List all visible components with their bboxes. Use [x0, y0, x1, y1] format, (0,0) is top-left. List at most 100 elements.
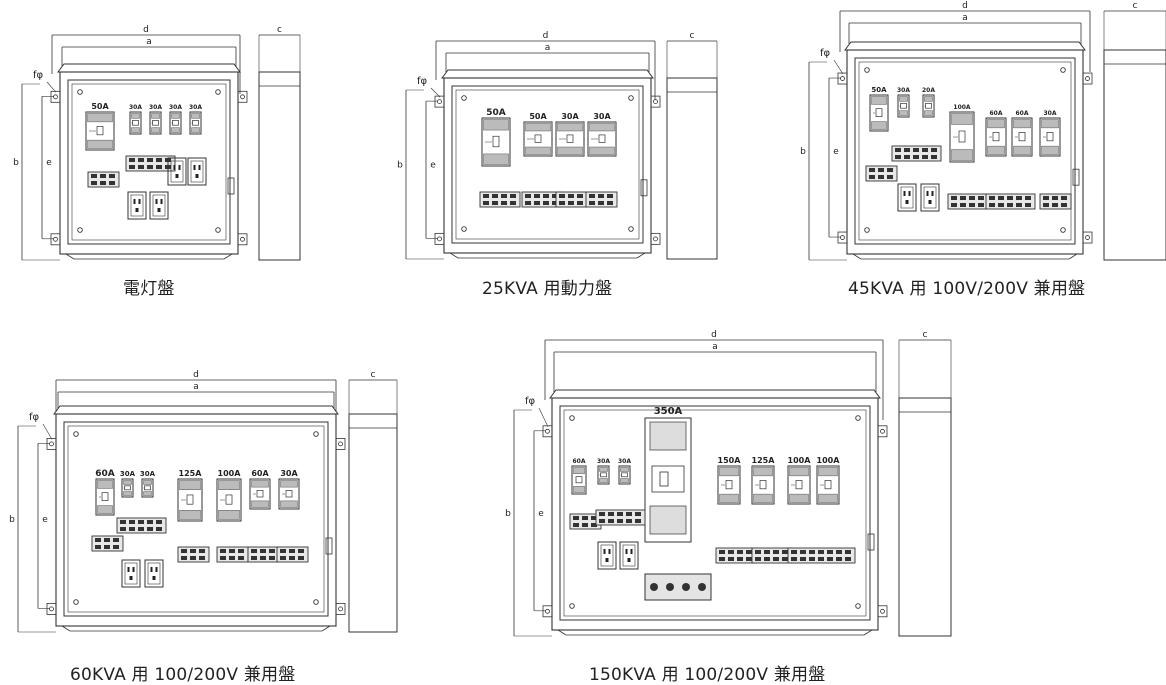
breaker: 100A	[787, 456, 811, 505]
mounting-hole	[240, 94, 245, 100]
terminal-screw-bottom	[559, 201, 565, 205]
terminal-block	[865, 165, 898, 182]
breaker-rating-label: 30A	[897, 87, 910, 94]
terminal-screw-bottom	[818, 557, 824, 561]
breaker: 60A	[249, 469, 271, 510]
breaker-rating-label: 100A	[218, 469, 242, 478]
breaker-body	[121, 478, 134, 498]
side-view-body	[258, 71, 301, 261]
breaker-bottom-terminal	[924, 110, 933, 116]
inner-plate	[455, 89, 640, 240]
breaker-top-terminal	[753, 467, 773, 477]
breaker-rating-label: 30A	[149, 104, 162, 111]
terminal-screw-top	[931, 148, 937, 152]
breaker-top-terminal	[171, 113, 180, 119]
outlet-slot	[132, 567, 135, 572]
terminal-screw-bottom	[1016, 203, 1022, 207]
breaker-top-terminal	[87, 113, 113, 123]
terminal-screw-top	[989, 196, 995, 200]
terminal-screw-bottom	[573, 523, 579, 527]
leader-f	[430, 87, 441, 98]
enclosure-door	[451, 85, 644, 244]
terminal-screw-top	[869, 168, 875, 172]
terminal-screw-top	[951, 196, 957, 200]
outlet	[127, 191, 147, 220]
breaker: 60A	[571, 458, 587, 495]
breaker-handle	[256, 490, 264, 498]
terminal-screw-bottom	[129, 165, 135, 169]
mounting-tab	[542, 425, 553, 438]
terminal-screw-top	[913, 148, 919, 152]
terminal-screw-bottom	[510, 201, 516, 205]
outlet-slot	[155, 567, 158, 572]
breaker-body	[481, 117, 511, 167]
terminal-screw-bottom	[104, 545, 110, 549]
screw-hole	[313, 431, 319, 437]
terminal-screw-top	[635, 512, 641, 516]
outlet-ground	[152, 576, 156, 580]
outlet-face	[190, 160, 204, 183]
terminal-screw-bottom	[782, 557, 788, 561]
outlet-slot	[178, 165, 181, 170]
terminal-screw-bottom	[229, 556, 235, 560]
mounting-hole	[880, 428, 885, 434]
breaker-bottom-terminal	[871, 121, 887, 130]
screw-hole	[77, 89, 83, 95]
screw-hole	[461, 95, 467, 101]
screw-hole	[1060, 227, 1066, 233]
breaker-body	[597, 465, 610, 485]
outlet	[144, 559, 164, 588]
terminal-screw-top	[764, 550, 770, 554]
leader-f	[42, 423, 53, 440]
mounting-tab	[650, 95, 661, 108]
breaker-rating-label: 30A	[129, 104, 142, 111]
outlet-ground	[195, 174, 199, 178]
breaker: 100A	[949, 104, 975, 163]
breaker-body	[523, 121, 553, 157]
dimension-label-e: e	[538, 509, 544, 519]
mounting-tab	[837, 231, 848, 244]
dimension-label-d: d	[543, 31, 549, 41]
enclosure-door	[559, 405, 871, 621]
breaker-rating-label: 60A	[990, 110, 1003, 117]
breaker-body	[869, 94, 889, 132]
screw-hole	[864, 227, 870, 233]
screw-hole	[864, 67, 870, 73]
enclosure-body	[551, 397, 879, 631]
breaker-handle	[900, 103, 907, 109]
dimension-label-a: a	[962, 13, 968, 23]
breaker-bottom-terminal	[987, 145, 1005, 155]
outlet-slot	[198, 165, 201, 170]
foot	[223, 253, 233, 260]
breaker: 30A	[897, 87, 910, 118]
terminal-block	[177, 546, 210, 563]
screw-hole	[855, 415, 861, 421]
breaker-bottom-terminal	[151, 127, 160, 133]
terminal-screw-bottom	[147, 165, 153, 169]
enclosure-body	[443, 77, 652, 254]
breaker-top-terminal	[924, 96, 933, 102]
terminal-screw-top	[138, 158, 144, 162]
breaker: 50A	[481, 108, 511, 167]
breaker-bottom-terminal	[483, 153, 509, 165]
terminal-block	[985, 193, 1036, 210]
mounting-hole	[545, 428, 550, 434]
main-terminal-lug	[698, 583, 706, 591]
breaker-bottom-terminal	[131, 127, 140, 133]
breaker-top-terminal	[951, 113, 973, 125]
door-latch	[227, 177, 235, 195]
screw-hole	[569, 415, 575, 421]
breaker-body	[278, 478, 300, 510]
enclosure-roof	[844, 41, 1086, 51]
terminal-screw-top	[599, 512, 605, 516]
terminal-screw-top	[607, 194, 613, 198]
screw-hole	[569, 603, 575, 609]
leader-f	[46, 81, 57, 93]
breaker-rating-label: 30A	[561, 112, 579, 121]
breaker-top-terminal	[123, 480, 132, 485]
breaker: 100A	[216, 469, 242, 522]
breaker-rating-label: 125A	[179, 469, 203, 478]
terminal-screw-top	[91, 174, 97, 178]
dimension-label-d: d	[711, 330, 717, 340]
leader-f	[833, 59, 844, 75]
